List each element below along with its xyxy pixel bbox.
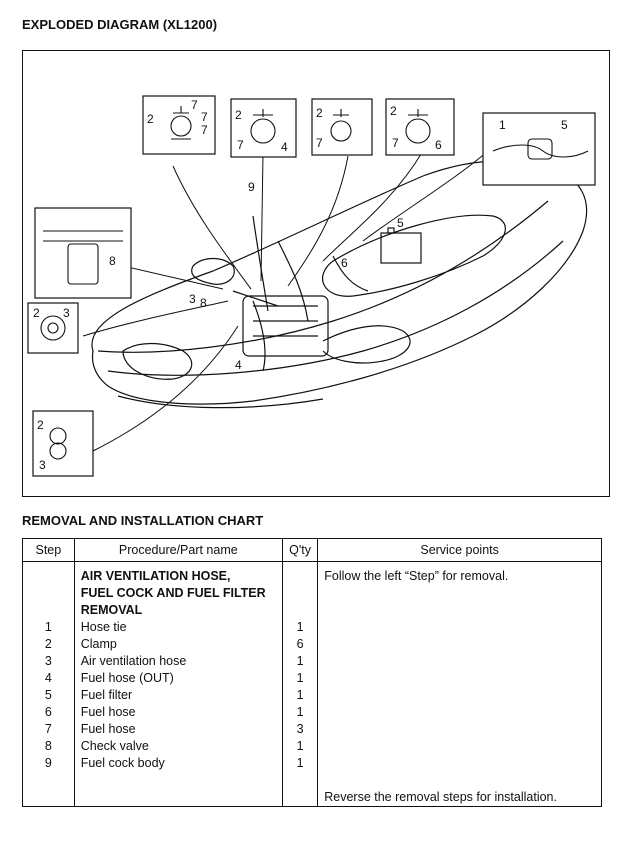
inset-b bbox=[230, 98, 297, 158]
quantity: 1 bbox=[296, 671, 304, 685]
callout-label: 7 bbox=[237, 138, 244, 152]
seat bbox=[322, 214, 506, 297]
quantity: 3 bbox=[296, 722, 304, 736]
part-name: Fuel hose bbox=[80, 722, 136, 736]
part-name: Fuel hose bbox=[80, 705, 136, 719]
callout-label: 6 bbox=[341, 256, 348, 270]
callout-label: 4 bbox=[281, 140, 288, 154]
callout-label: 2 bbox=[33, 306, 40, 320]
callout-label: 3 bbox=[39, 458, 46, 472]
quantity: 1 bbox=[296, 688, 304, 702]
callout-label: 8 bbox=[109, 254, 116, 268]
header-procedure: Procedure/Part name bbox=[73, 538, 283, 562]
callout-label: 2 bbox=[37, 418, 44, 432]
callout-label: 7 bbox=[201, 110, 208, 124]
procedure-heading: FUEL COCK AND FUEL FILTER bbox=[80, 586, 266, 600]
part-name: Fuel hose (OUT) bbox=[80, 671, 174, 685]
callout-label: 7 bbox=[191, 98, 198, 112]
service-note: Follow the left “Step” for removal. bbox=[324, 569, 509, 583]
callout-label: 2 bbox=[147, 112, 154, 126]
callout-label: 3 bbox=[63, 306, 70, 320]
service-note: Reverse the removal steps for installati… bbox=[324, 790, 557, 804]
procedure-column: AIR VENTILATION HOSE, FUEL COCK AND FUEL… bbox=[73, 561, 283, 807]
quantity: 1 bbox=[296, 739, 304, 753]
table-header-row: Step Procedure/Part name Q'ty Service po… bbox=[22, 538, 602, 562]
callout-label: 7 bbox=[201, 123, 208, 137]
part-name: Check valve bbox=[80, 739, 149, 753]
callout-label: 2 bbox=[235, 108, 242, 122]
callout-label: 9 bbox=[248, 180, 255, 194]
part-name: Hose tie bbox=[80, 620, 127, 634]
callout-label: 6 bbox=[435, 138, 442, 152]
diagram-title: EXPLODED DIAGRAM (XL1200) bbox=[22, 17, 218, 32]
step-number: 4 bbox=[44, 671, 52, 685]
inset-d bbox=[385, 98, 455, 156]
quantity: 1 bbox=[296, 705, 304, 719]
inset-a bbox=[142, 95, 216, 155]
quantity: 1 bbox=[296, 654, 304, 668]
engine-block bbox=[242, 295, 329, 357]
table-body-row: 1 2 3 4 5 6 7 8 9 AIR VENTILATION HOSE, … bbox=[22, 561, 602, 807]
callout-label: 5 bbox=[397, 216, 404, 230]
callout-label: 3 bbox=[189, 292, 196, 306]
callout-label: 5 bbox=[561, 118, 568, 132]
step-number: 7 bbox=[44, 722, 52, 736]
hull-outline bbox=[91, 160, 588, 405]
step-number: 5 bbox=[44, 688, 52, 702]
step-number: 1 bbox=[44, 620, 52, 634]
inset-f bbox=[34, 207, 132, 299]
removal-installation-table: Step Procedure/Part name Q'ty Service po… bbox=[22, 538, 602, 807]
callout-label: 1 bbox=[499, 118, 506, 132]
part-name: Air ventilation hose bbox=[80, 654, 187, 668]
callout-label: 2 bbox=[390, 104, 397, 118]
quantity: 1 bbox=[296, 620, 304, 634]
exploded-diagram: 2 7 7 7 2 7 4 2 7 2 7 6 1 5 8 2 3 2 3 9 … bbox=[22, 50, 610, 497]
header-step: Step bbox=[22, 538, 75, 562]
quantity: 1 bbox=[296, 756, 304, 770]
chart-title: REMOVAL AND INSTALLATION CHART bbox=[22, 513, 264, 528]
part-name: Clamp bbox=[80, 637, 117, 651]
callout-label: 8 bbox=[200, 296, 207, 310]
inset-c bbox=[311, 98, 373, 156]
step-number: 9 bbox=[44, 756, 52, 770]
inset-g bbox=[27, 302, 79, 354]
quantity: 6 bbox=[296, 637, 304, 651]
step-number: 2 bbox=[44, 637, 52, 651]
procedure-heading: AIR VENTILATION HOSE, bbox=[80, 569, 231, 583]
exhaust-pipe bbox=[322, 325, 411, 364]
callout-label: 4 bbox=[235, 358, 242, 372]
header-service: Service points bbox=[317, 538, 602, 562]
step-column: 1 2 3 4 5 6 7 8 9 bbox=[22, 561, 75, 807]
step-number: 8 bbox=[44, 739, 52, 753]
part-name: Fuel filter bbox=[80, 688, 133, 702]
callout-label: 2 bbox=[316, 106, 323, 120]
callout-label: 7 bbox=[392, 136, 399, 150]
step-number: 3 bbox=[44, 654, 52, 668]
callout-label: 7 bbox=[316, 136, 323, 150]
header-qty: Q'ty bbox=[281, 538, 319, 562]
qty-column: 1 6 1 1 1 1 3 1 1 bbox=[281, 561, 319, 807]
battery bbox=[380, 232, 422, 264]
service-column: Follow the left “Step” for removal. Reve… bbox=[317, 561, 602, 807]
step-number: 6 bbox=[44, 705, 52, 719]
inset-h bbox=[32, 410, 94, 477]
exploded-diagram-drawing: 2 7 7 7 2 7 4 2 7 2 7 6 1 5 8 2 3 2 3 9 … bbox=[27, 95, 596, 477]
procedure-heading: REMOVAL bbox=[80, 603, 143, 617]
part-name: Fuel cock body bbox=[80, 756, 165, 770]
